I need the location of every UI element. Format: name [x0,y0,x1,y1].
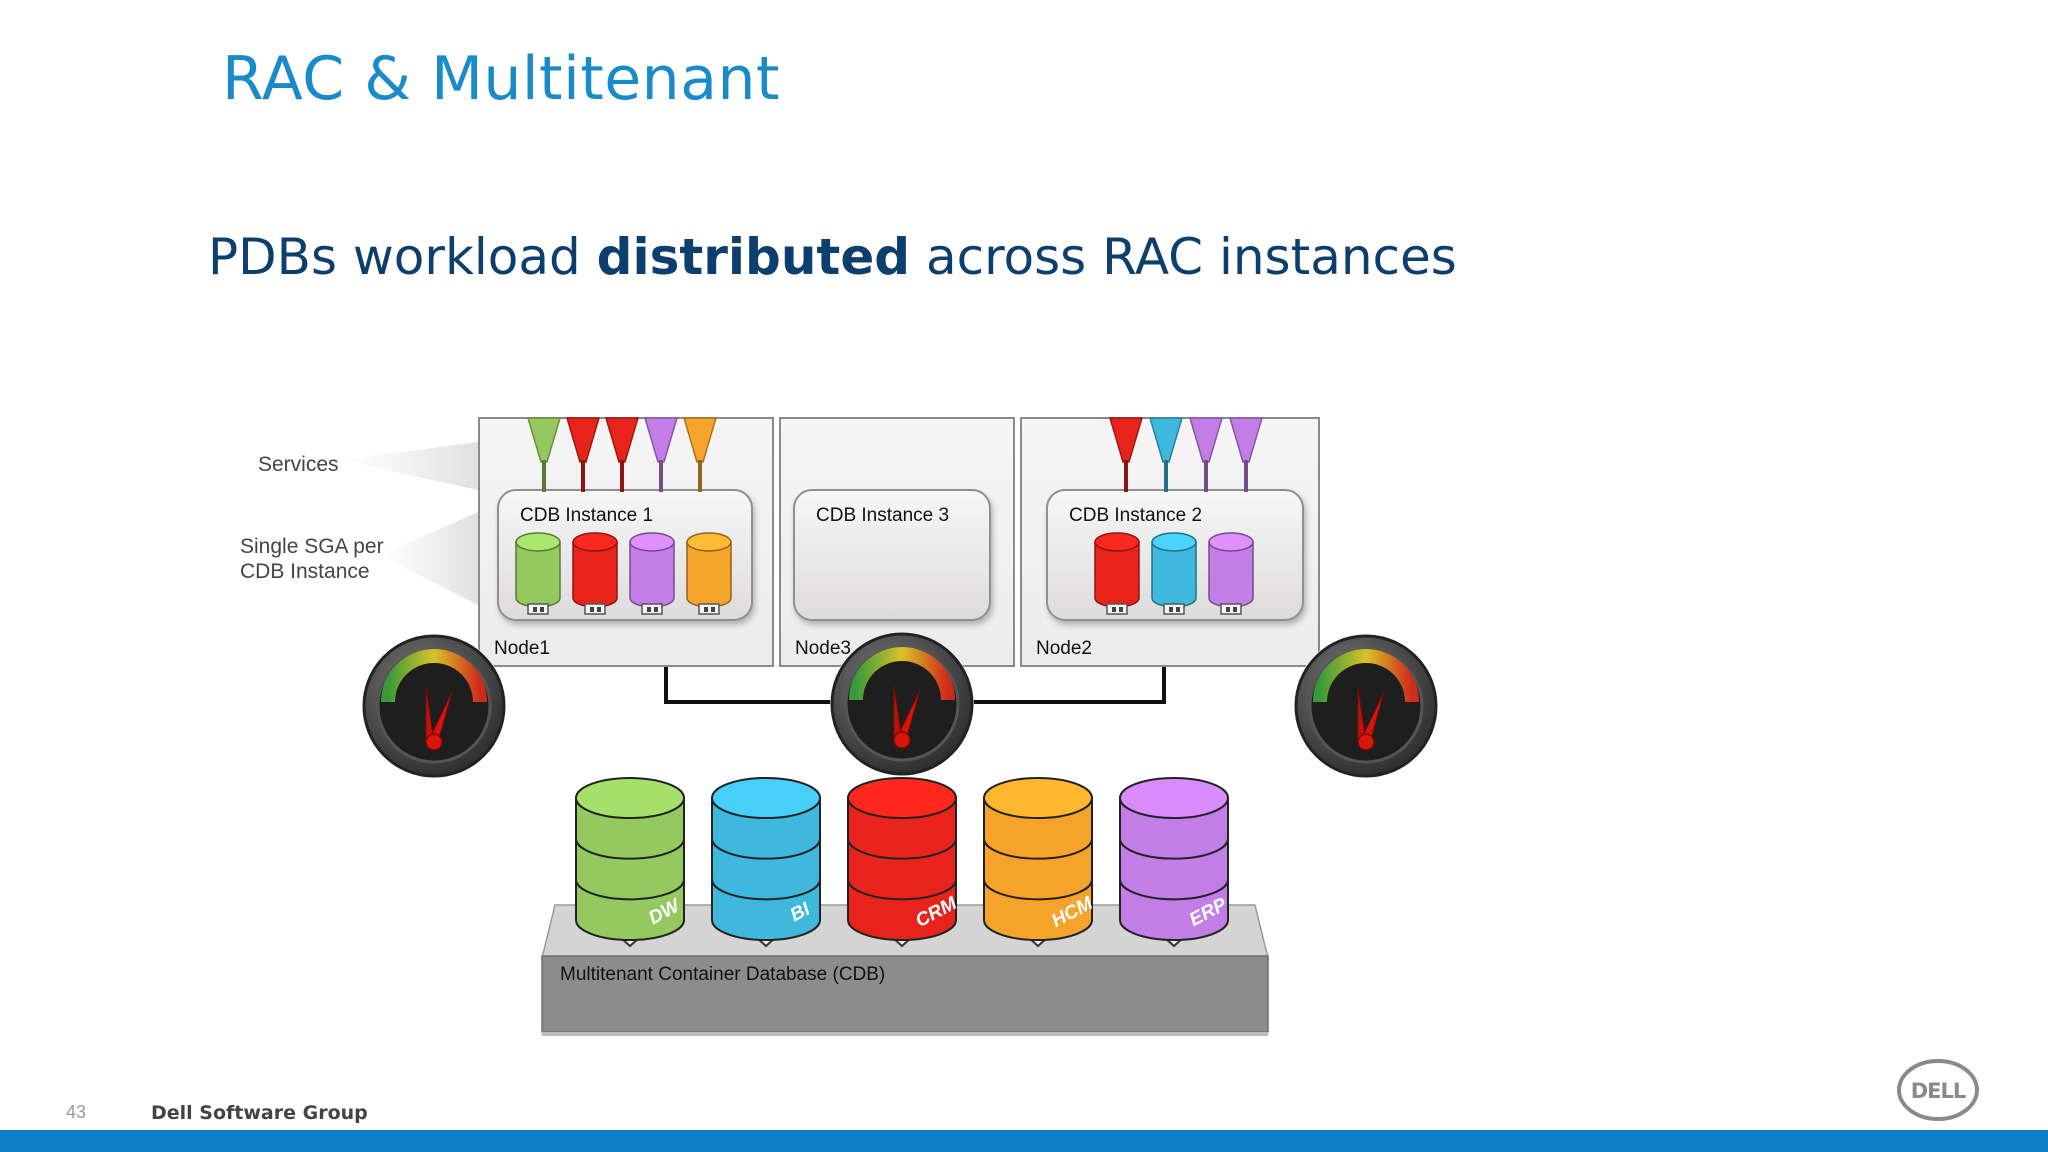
slide-title: RAC & Multitenant [222,44,781,114]
pdb-purple-cylinder [1208,532,1254,615]
node-3: CDB Instance 3 Node3 [779,417,1015,667]
slide-subtitle: PDBs workload distributed across RAC ins… [208,228,1457,286]
load-gauge-icon [362,634,506,778]
node-3-label: Node3 [795,638,851,659]
pdb-green-cylinder [515,532,561,615]
node-1-pdbs [515,532,732,615]
cdb-instance-1-label: CDB Instance 1 [520,505,653,526]
bottom-bar [0,1130,2048,1152]
node-1-label: Node1 [494,638,550,659]
cdb-instance-3-label: CDB Instance 3 [816,505,949,526]
pdb-bi-database: BI [711,777,821,948]
service-purple-icon [1188,417,1224,492]
load-gauge-icon [1294,634,1438,778]
load-gauge-icon [830,632,974,776]
service-purple-icon [1228,417,1264,492]
subtitle-pre: PDBs workload [208,228,597,286]
cdb-instance-2-label: CDB Instance 2 [1069,505,1202,526]
pdb-dw-database: DW [575,777,685,948]
service-orange-icon [682,417,718,492]
logo-text: DELL [1911,1079,1966,1103]
load-gauges [362,632,1438,778]
sga-label-line1: Single SGA per [240,535,384,558]
pdb-erp-database: ERP [1119,777,1231,948]
page-number: 43 [66,1102,87,1122]
pdb-purple-cylinder [629,532,675,615]
node-1-services [526,417,718,492]
node-2-pdbs [1094,532,1254,615]
node-2: CDB Instance 2 Node2 [1020,417,1320,667]
service-red-icon [604,417,640,492]
service-cyan-icon [1148,417,1184,492]
service-red-icon [1108,417,1144,492]
footer-brand: Dell Software Group [151,1102,368,1124]
service-red-icon [565,417,601,492]
pdb-red-cylinder [1094,532,1140,615]
dell-logo-icon: DELL [1897,1059,1979,1121]
service-purple-icon [643,417,679,492]
pdb-orange-cylinder [686,532,732,615]
subtitle-post: across RAC instances [910,228,1457,286]
pdb-red-cylinder [572,532,618,615]
pdb-cyan-cylinder [1151,532,1197,615]
cdb-platform-label: Multitenant Container Database (CDB) [560,964,885,985]
sga-beam [380,512,478,605]
node-1: CDB Instance 1 Node1 [478,417,774,667]
pdb-hcm-database: HCM [983,777,1097,948]
sga-label-line2: CDB Instance [240,560,370,583]
node-2-services [1108,417,1264,492]
cdb-instance-3-box [793,489,991,621]
services-beam [340,442,478,490]
node-2-label: Node2 [1036,638,1092,659]
service-green-icon [526,417,562,492]
subtitle-bold: distributed [596,228,911,286]
services-label: Services [258,453,339,476]
pdb-crm-database: CRM [847,777,961,948]
